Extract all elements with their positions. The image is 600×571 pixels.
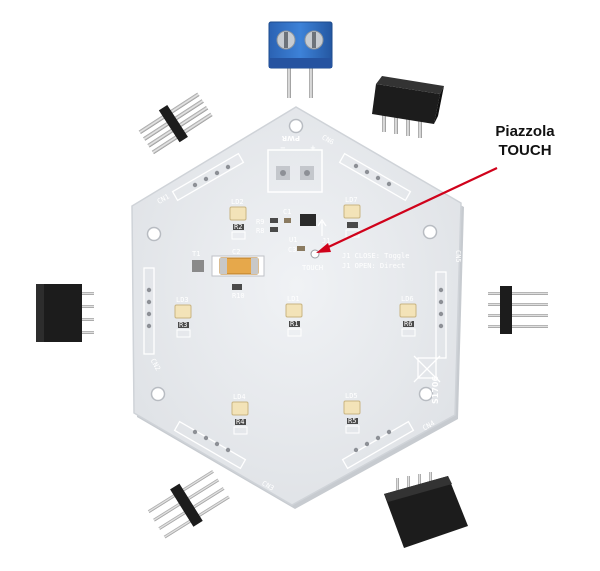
r6-label: R6: [404, 320, 412, 328]
callout-line1: Piazzola: [495, 123, 555, 140]
male-header-right: [488, 286, 548, 334]
r9-label: R9: [256, 218, 264, 226]
led-ld7: [343, 204, 361, 238]
female-header-top-right: [372, 76, 444, 138]
mounting-hole: [150, 386, 166, 402]
ld4-label: LD4: [233, 393, 246, 401]
led-ld3: [174, 304, 192, 338]
touch-label: TOUCH: [302, 264, 323, 272]
led-ld4: [231, 401, 249, 435]
callout-label: Piazzola TOUCH: [470, 122, 580, 160]
callout-line2: TOUCH: [498, 142, 552, 159]
ld6-label: LD6: [401, 295, 414, 303]
cn5-label: CN5: [454, 250, 462, 263]
ld1-label: LD1: [287, 295, 300, 303]
r4-label: R4: [236, 418, 244, 426]
led-ld6: [399, 303, 417, 337]
ld7-label: LD7: [345, 196, 358, 204]
led-ld1: [285, 303, 303, 337]
pwr-label: PWR: [281, 134, 300, 142]
r3-label: R3: [179, 321, 187, 329]
pcb-board: PWR − + CN1 CN2 CN3 CN4 CN5 CN6 LD2 LD7 …: [131, 106, 464, 509]
ld2-label: LD2: [231, 198, 244, 206]
r8-label: R8: [256, 227, 264, 235]
screw-terminal: [268, 21, 333, 98]
led-ld5: [343, 400, 361, 434]
ic-u1: [300, 214, 316, 226]
c2-label: C2: [232, 248, 240, 256]
c1-label: C1: [283, 208, 291, 216]
female-header-left: [36, 284, 94, 342]
mounting-hole: [422, 224, 438, 240]
u1-label: U1: [289, 236, 297, 244]
mounting-hole: [418, 386, 434, 402]
male-header-bottom-left: [147, 470, 230, 539]
j1-close-label: J1 CLOSE: Toggle: [342, 252, 409, 260]
plus-label: +: [310, 144, 316, 152]
j1-label: J1: [322, 237, 330, 245]
r2-label: R2: [234, 223, 242, 231]
ld3-label: LD3: [176, 296, 189, 304]
mounting-hole: [146, 226, 162, 242]
ld5-label: LD5: [345, 392, 358, 400]
r10-label: R10: [232, 292, 245, 300]
minus-label: −: [280, 144, 286, 152]
board-code: S1706: [431, 376, 440, 404]
r1-label: R1: [290, 320, 298, 328]
touch-pad: [310, 249, 320, 259]
j1-open-label: J1 OPEN: Direct: [342, 262, 405, 270]
male-header-top-left: [138, 92, 213, 155]
callout-arrow: [316, 167, 498, 253]
transistor-t1: [192, 260, 204, 272]
r5-label: R5: [348, 417, 356, 425]
weee-symbol: [413, 355, 441, 383]
c3-label: C3: [288, 246, 296, 254]
t1-label: T1: [192, 250, 200, 258]
female-header-bottom-right: [384, 472, 468, 548]
mounting-hole: [288, 118, 304, 134]
led-ld2: [229, 206, 247, 240]
